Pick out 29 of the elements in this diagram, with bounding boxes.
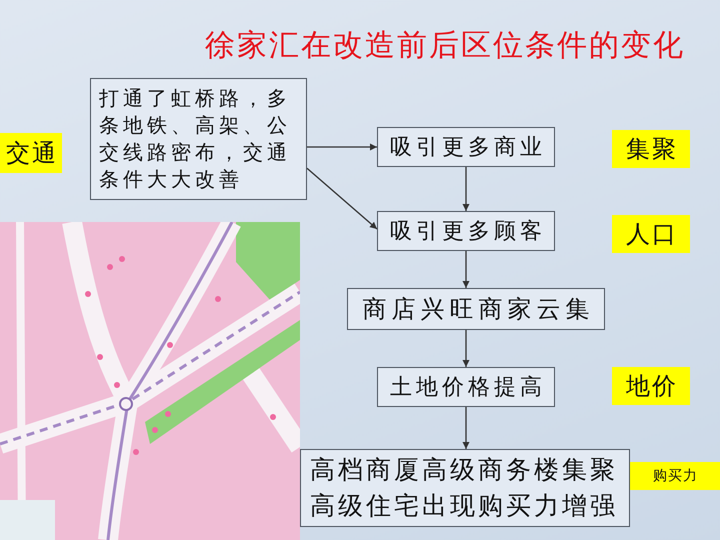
node-text: 吸引更多商业 [389, 134, 546, 162]
node-text: 购买力 [652, 467, 698, 485]
arrow [306, 168, 378, 230]
node-text: 高级住宅出现购买力增强 [309, 490, 619, 522]
arrow [307, 144, 377, 150]
node-text: 土地价格提高 [389, 374, 546, 402]
node-text: 商店兴旺商家云集 [362, 294, 594, 325]
category-tag [630, 462, 720, 490]
process-box [377, 367, 555, 407]
node-text: 集聚 [625, 134, 678, 165]
node-text: 交通 [5, 138, 58, 169]
process-box [300, 449, 630, 527]
category-tag [612, 130, 690, 168]
arrow [462, 251, 470, 288]
slide-title: 徐家汇在改造前后区位条件的变化 [204, 27, 686, 65]
process-box [377, 211, 555, 251]
node-text: 人口 [625, 219, 678, 250]
arrow [462, 330, 470, 367]
category-tag [612, 367, 690, 405]
arrow [462, 167, 470, 211]
node-text: 高档商厦高级商务楼集聚 [309, 454, 619, 486]
arrow [462, 407, 470, 449]
node-text: 吸引更多顾客 [389, 218, 546, 246]
process-box [377, 127, 555, 167]
category-tag [612, 215, 690, 253]
node-text: 打通了虹桥路，多条地铁、高架、公交线路密布，交通条件大大改善 [99, 85, 292, 193]
node-text: 地价 [625, 371, 678, 402]
process-box [347, 288, 605, 330]
text-box [90, 78, 307, 200]
